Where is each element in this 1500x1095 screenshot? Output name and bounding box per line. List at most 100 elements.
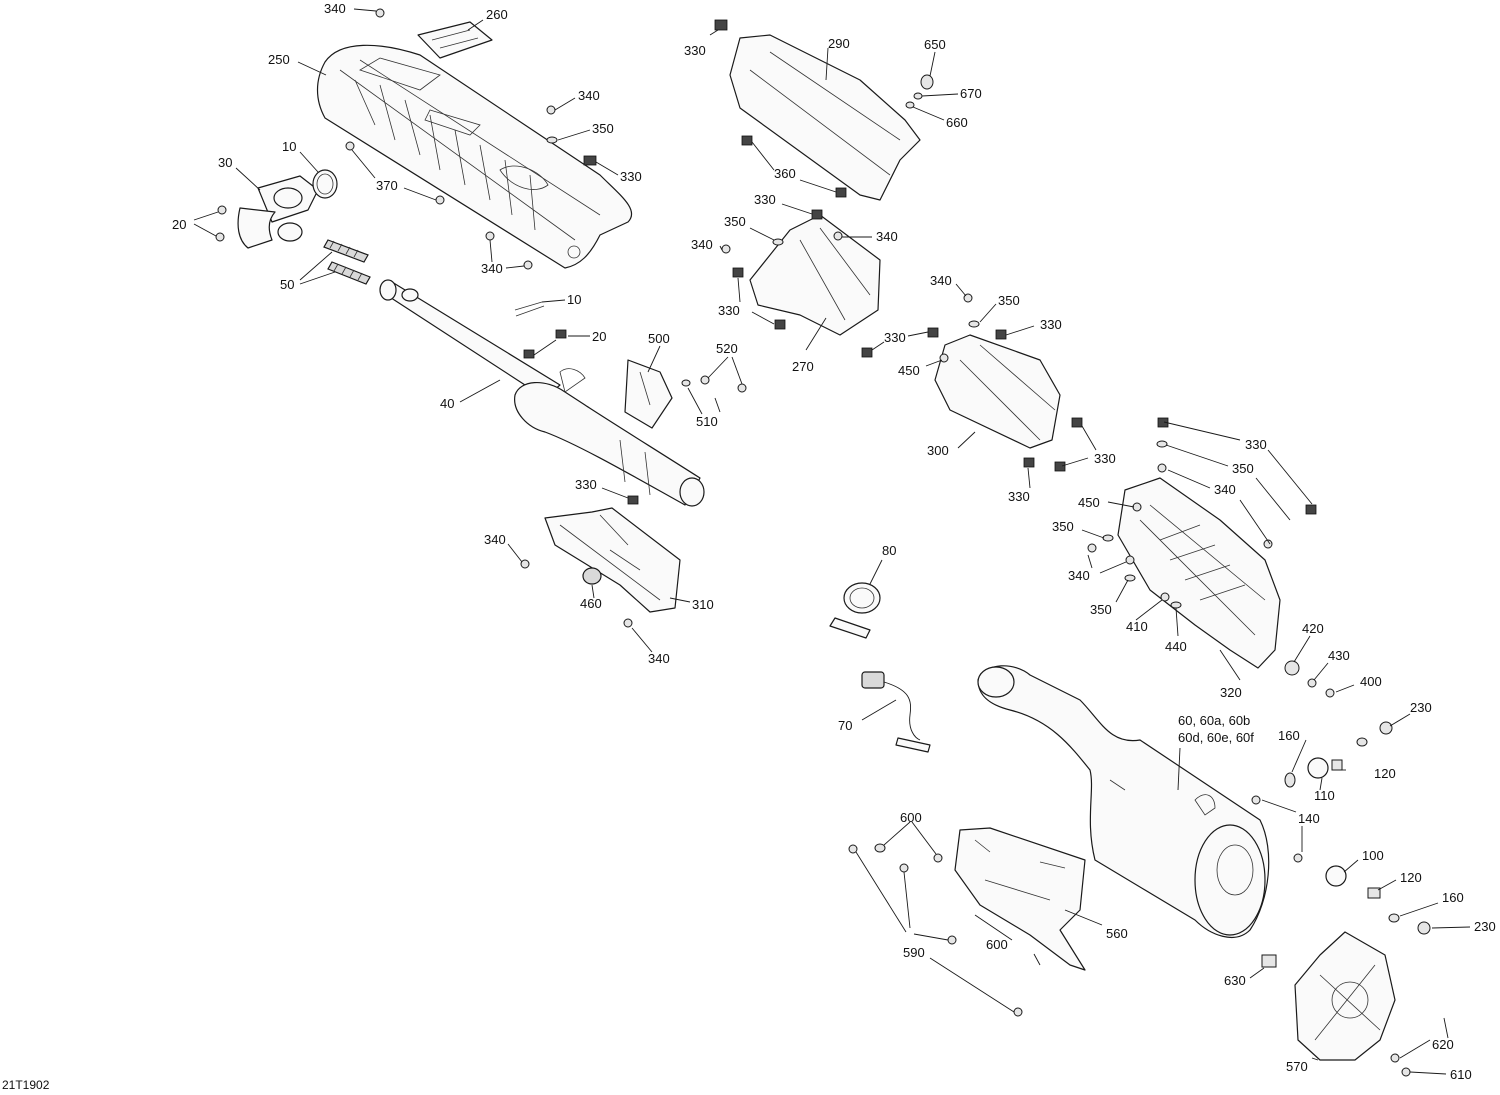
callout-label: 660 [946, 115, 968, 130]
callout-label: 360 [774, 166, 796, 181]
callout-label: 670 [960, 86, 982, 101]
callout-label: 520 [716, 341, 738, 356]
end-cap-570 [1294, 931, 1396, 1061]
callout-label: 100 [1362, 848, 1384, 863]
callout-label: 600 [986, 937, 1008, 952]
callout-label: 370 [376, 178, 398, 193]
callout-label: 330 [754, 192, 776, 207]
callout-label: 290 [828, 36, 850, 51]
callout-label: 230 [1410, 700, 1432, 715]
callout-label: 600 [900, 810, 922, 825]
callout-label: 560 [1106, 926, 1128, 941]
callout-label: 330 [575, 477, 597, 492]
flange-elbow-30 [237, 175, 319, 249]
callout-label: 310 [692, 597, 714, 612]
callout-label: 160 [1442, 890, 1464, 905]
callout-label: 70 [838, 718, 852, 733]
callout-label: 330 [884, 330, 906, 345]
callout-label: 110 [1314, 788, 1335, 803]
callout-label: 40 [440, 396, 454, 411]
clip-20 [523, 329, 567, 359]
callout-label: 120 [1400, 870, 1422, 885]
callout-label: 350 [998, 293, 1020, 308]
exhaust-pipe-40 [379, 279, 705, 507]
callout-label: 340 [481, 261, 503, 276]
callout-label: 250 [268, 52, 290, 67]
callout-label: 10 [567, 292, 581, 307]
parts-layer [215, 8, 1431, 1077]
callout-label: 270 [792, 359, 814, 374]
callout-label: 450 [898, 363, 920, 378]
callout-label: 230 [1474, 919, 1496, 934]
muffler-60 [977, 665, 1270, 939]
clamp-80 [829, 582, 881, 639]
heat-shield-290 [714, 19, 921, 201]
heat-shield-270 [749, 214, 881, 336]
callout-label: 650 [924, 37, 946, 52]
callout-label: 10 [282, 139, 296, 154]
callout-label: 300 [927, 443, 949, 458]
callout-label: 350 [1232, 461, 1254, 476]
callout-label: 80 [882, 543, 896, 558]
callout-label: 350 [1090, 602, 1112, 617]
heat-shield-320 [1117, 477, 1281, 669]
callout-label: 340 [324, 1, 346, 16]
clip-10 [514, 301, 545, 317]
callout-label: 410 [1126, 619, 1148, 634]
callout-label: 400 [1360, 674, 1382, 689]
callout-label: 340 [876, 229, 898, 244]
callout-label: 430 [1328, 648, 1350, 663]
heat-shield-310 [544, 495, 681, 613]
hardware [215, 8, 1431, 1077]
callout-label: 620 [1432, 1037, 1454, 1052]
callout-label: 20 [172, 217, 186, 232]
callout-label: 340 [1068, 568, 1090, 583]
callout-label: 30 [218, 155, 232, 170]
callout-label: 330 [1008, 489, 1030, 504]
oxygen-sensor-70 [861, 671, 931, 753]
callout-label: 140 [1298, 811, 1320, 826]
plate-260 [417, 21, 493, 59]
callout-label: 320 [1220, 685, 1242, 700]
bracket-500 [624, 359, 673, 429]
callout-label: 570 [1286, 1059, 1308, 1074]
heat-shield-250 [316, 44, 633, 269]
callout-label: 630 [1224, 973, 1246, 988]
callout-label: 340 [691, 237, 713, 252]
grommet-460 [582, 567, 602, 585]
callout-label: 120 [1374, 766, 1396, 781]
callout-label: 50 [280, 277, 294, 292]
callout-label: 60, 60a, 60b [1178, 713, 1250, 728]
callout-label: 590 [903, 945, 925, 960]
callout-label: 340 [578, 88, 600, 103]
callout-label: 330 [1040, 317, 1062, 332]
callout-label: 20 [592, 329, 606, 344]
callout-label: 340 [648, 651, 670, 666]
callout-label: 330 [1094, 451, 1116, 466]
callout-label: 510 [696, 414, 718, 429]
callout-label: 160 [1278, 728, 1300, 743]
heat-shield-300 [934, 334, 1061, 449]
callout-label: 500 [648, 331, 670, 346]
callout-label: 450 [1078, 495, 1100, 510]
callout-label: 340 [930, 273, 952, 288]
callout-label: 460 [580, 596, 602, 611]
callout-label: 330 [1245, 437, 1267, 452]
callout-label: 330 [620, 169, 642, 184]
callout-labels: 340 260 250 340 350 330 10 30 370 20 340… [172, 1, 1496, 1082]
springs-50 [323, 239, 371, 285]
callout-label: 60d, 60e, 60f [1178, 730, 1254, 745]
callout-label: 440 [1165, 639, 1187, 654]
callout-label: 350 [1052, 519, 1074, 534]
callout-label: 350 [724, 214, 746, 229]
side-cover-560 [954, 827, 1086, 971]
callout-label: 340 [1214, 482, 1236, 497]
callout-label: 330 [684, 43, 706, 58]
figure-id: 21T1902 [2, 1078, 50, 1092]
gasket-ring-10 [312, 169, 338, 199]
callout-label: 610 [1450, 1067, 1472, 1082]
callout-label: 350 [592, 121, 614, 136]
callout-label: 340 [484, 532, 506, 547]
callout-label: 330 [718, 303, 740, 318]
